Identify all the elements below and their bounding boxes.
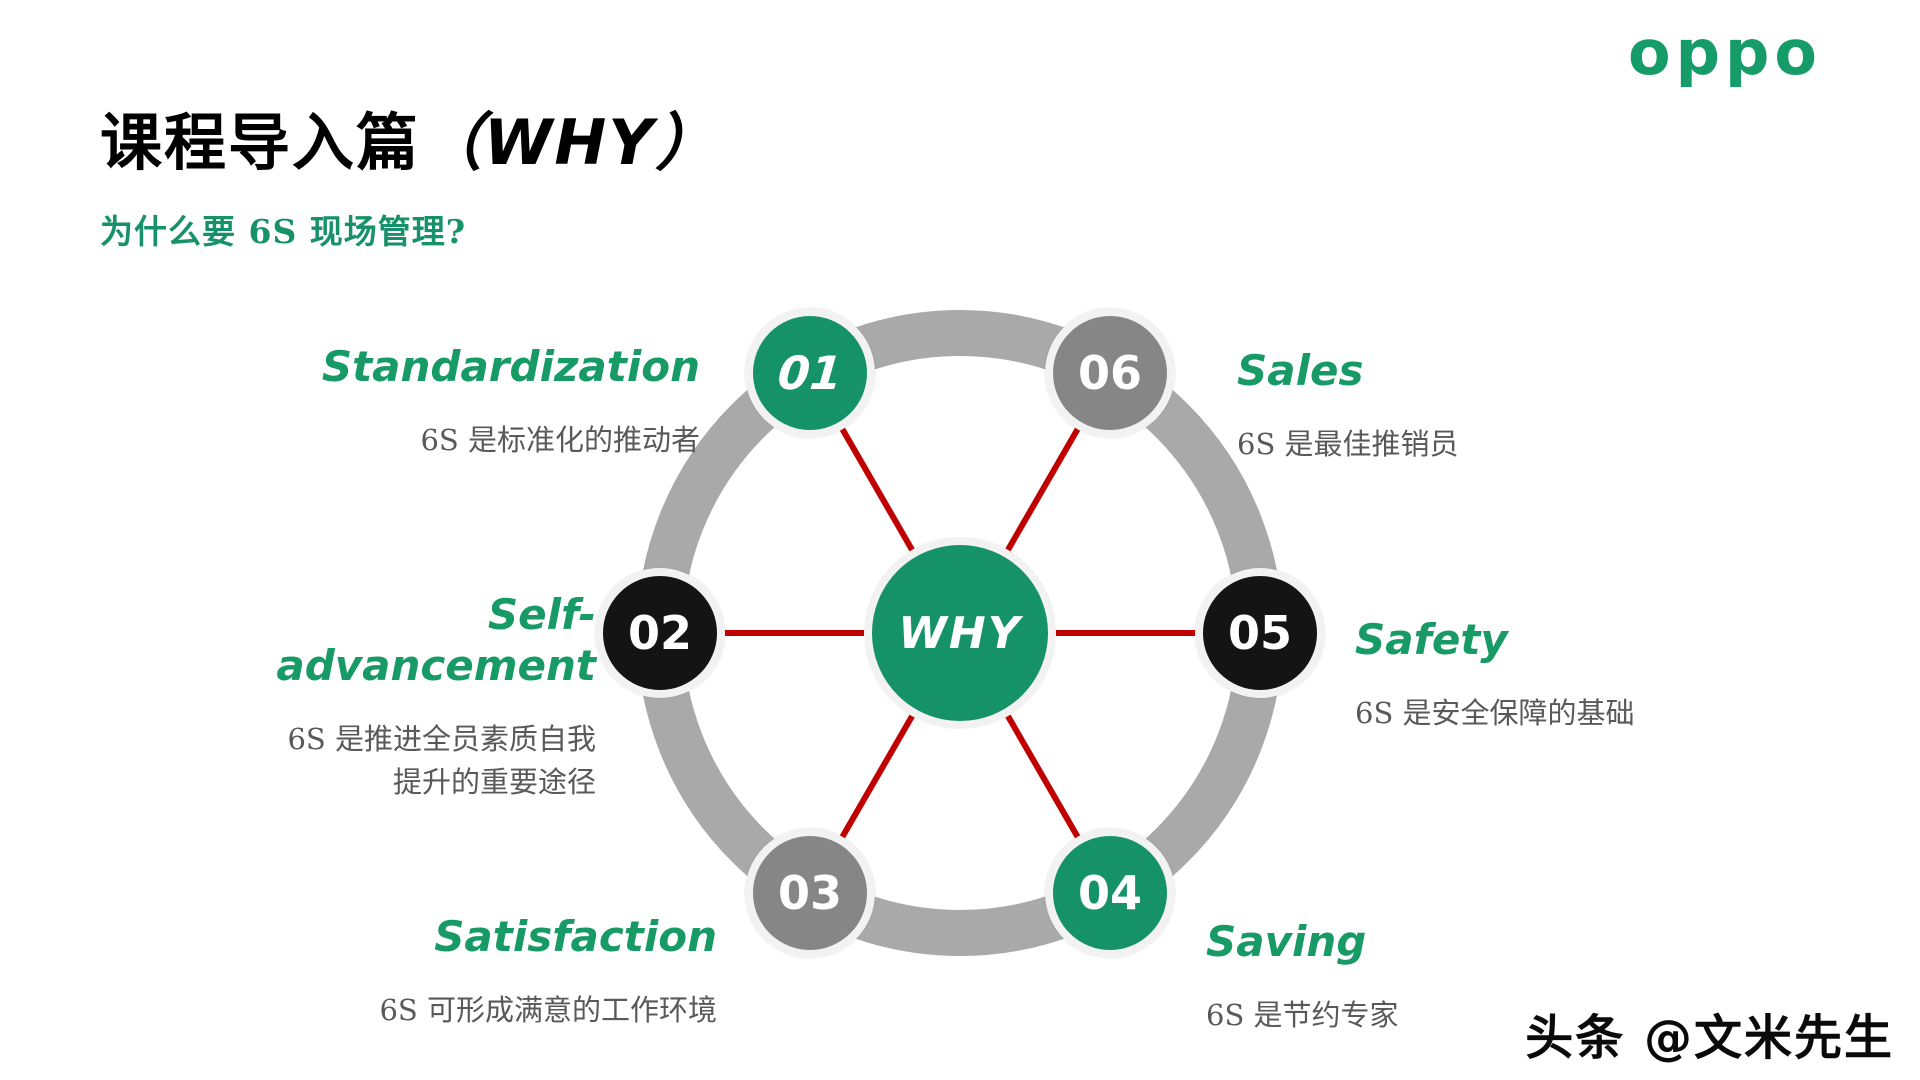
node-05: 05: [1195, 568, 1325, 698]
label-safety: Safety 6S 是安全保障的基础: [1355, 595, 1635, 753]
center-why-label: WHY: [898, 607, 1022, 659]
label-saving-desc: 6S 是节约专家: [1206, 998, 1399, 1033]
label-self-advancement-title: Self- advancement: [276, 590, 596, 691]
node-01-number: 01: [775, 346, 845, 400]
page-title-why: （WHY）: [420, 106, 720, 179]
label-sales-desc: 6S 是最佳推销员: [1237, 427, 1459, 462]
node-05-number: 05: [1227, 606, 1292, 660]
label-self-advancement-desc: 6S 是推进全员素质自我 提升的重要途径: [287, 722, 596, 799]
label-standardization: Standardization 6S 是标准化的推动者: [322, 322, 700, 480]
label-saving-title: Saving: [1206, 917, 1367, 966]
label-safety-title: Safety: [1355, 615, 1508, 664]
watermark-toutiao: 头条 @文米先生: [1525, 1010, 1894, 1066]
page-title: 课程导入篇（WHY）: [100, 92, 719, 182]
label-satisfaction: Satisfaction 6S 可形成满意的工作环境: [379, 892, 717, 1050]
node-02-number: 02: [627, 606, 692, 660]
label-sales: Sales 6S 是最佳推销员: [1237, 326, 1459, 484]
oppo-logo: oppo: [1628, 16, 1822, 89]
subtitle-question: 为什么要 6S 现场管理?: [100, 212, 467, 251]
center-why-node: WHY: [864, 537, 1056, 729]
label-satisfaction-desc: 6S 可形成满意的工作环境: [379, 993, 717, 1028]
node-04: 04: [1045, 828, 1175, 958]
page-title-cn: 课程导入篇: [100, 106, 421, 179]
node-06-number: 06: [1077, 346, 1142, 400]
node-06: 06: [1045, 308, 1175, 438]
node-04-number: 04: [1077, 866, 1142, 920]
label-satisfaction-title: Satisfaction: [434, 912, 717, 961]
node-03: 03: [745, 828, 875, 958]
label-sales-title: Sales: [1237, 346, 1364, 395]
node-01: 01: [745, 308, 875, 438]
label-safety-desc: 6S 是安全保障的基础: [1355, 696, 1635, 731]
label-saving: Saving 6S 是节约专家: [1206, 897, 1399, 1055]
label-self-advancement: Self- advancement 6S 是推进全员素质自我 提升的重要途径: [276, 570, 596, 822]
label-standardization-title: Standardization: [321, 342, 700, 391]
node-02: 02: [595, 568, 725, 698]
label-standardization-desc: 6S 是标准化的推动者: [420, 423, 700, 458]
node-03-number: 03: [777, 866, 842, 920]
